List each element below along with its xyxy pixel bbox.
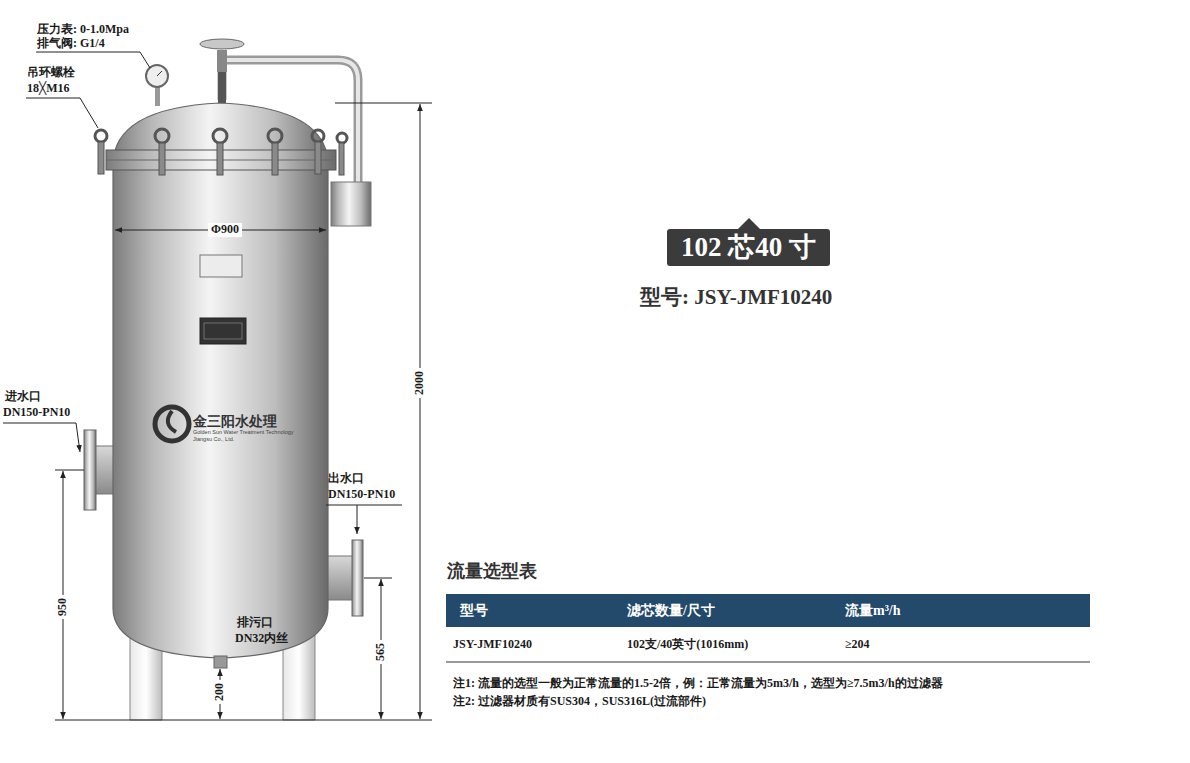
table-note: 注2: 过滤器材质有SUS304，SUS316L(过流部件): [453, 695, 706, 709]
logo-english: Golden Sun Water Treatment Technology: [193, 429, 294, 435]
inlet-pipe: [84, 430, 115, 510]
table-title: 流量选型表: [447, 561, 537, 582]
inlet-height-dimension: 950: [56, 595, 70, 619]
drain-pipe: [214, 656, 227, 668]
outlet-name: 出水口: [328, 472, 364, 486]
gauge-spec: 压力表: 0-1.0Mpa: [37, 23, 129, 37]
bolt-spec: 18╳M16: [27, 82, 70, 96]
header-cell: 流量m³/h: [845, 594, 901, 627]
pressure-gauge: [146, 65, 168, 106]
spec-badge: 102 芯40 寸: [667, 229, 830, 266]
table-lines: [446, 662, 1090, 663]
outlet-height-dimension: 565: [374, 640, 388, 664]
drain-height-dimension: 200: [213, 680, 227, 704]
dimension-lines: [55, 103, 432, 720]
vent-spec: 排气阀: G1/4: [37, 37, 105, 51]
drain-name: 排污口: [237, 616, 273, 630]
leader-lines: [3, 52, 402, 534]
table-header-band: 型号 滤芯数量/尺寸 流量m³/h: [446, 594, 1090, 627]
inlet-spec: DN150-PN10: [3, 406, 70, 420]
badge-pointer: [737, 217, 761, 230]
table-cell: ≥204: [845, 638, 870, 652]
nameplates: [200, 255, 246, 344]
logo-mark: [155, 407, 189, 441]
drain-spec: DN32内丝: [235, 632, 288, 646]
table-cell: JSY-JMF10240: [453, 638, 532, 652]
tank-body: [113, 103, 328, 658]
flange-and-bolts: [95, 129, 347, 175]
bolt-name: 吊环螺栓: [27, 66, 75, 80]
model-title: 型号: JSY-JMF10240: [640, 285, 832, 309]
diameter-dimension: Φ900: [208, 223, 242, 237]
table-cell: 102支/40英寸(1016mm): [627, 638, 748, 652]
table-note: 注1: 流量的选型一般为正常流量的1.5-2倍，例：正常流量为5m3/h，选型为…: [453, 677, 943, 691]
header-cell: 型号: [460, 594, 488, 627]
outlet-spec: DN150-PN10: [328, 488, 395, 502]
logo-text: 金三阳水处理: [193, 413, 277, 429]
outlet-pipe: [326, 540, 363, 616]
inlet-name: 进水口: [5, 390, 41, 404]
height-dimension: 2000: [413, 368, 427, 398]
header-cell: 滤芯数量/尺寸: [627, 594, 715, 627]
badge-text: 102 芯40 寸: [681, 232, 816, 262]
logo-english: Jiangsu Co., Ltd.: [193, 436, 234, 442]
badge-pointer-shape: [737, 218, 761, 230]
